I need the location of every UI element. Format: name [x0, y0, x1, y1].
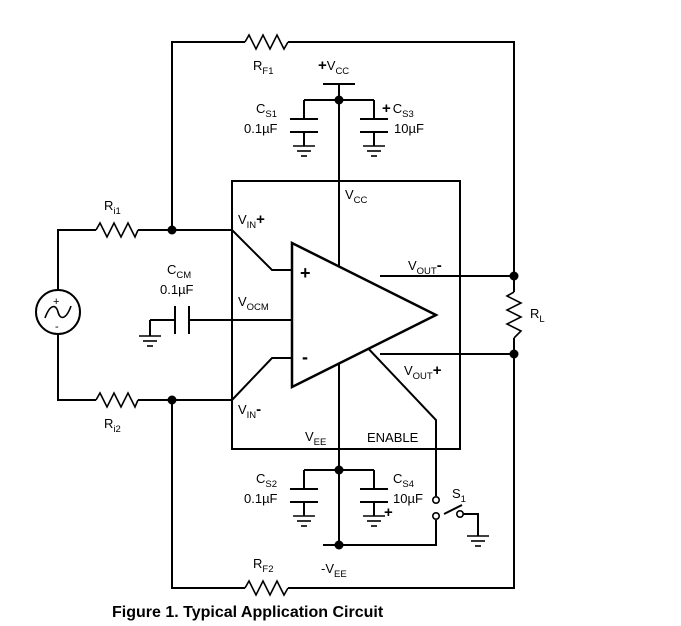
label-cs2: CS2 [256, 471, 277, 490]
label-cs3-value: 10µF [394, 121, 424, 136]
application-circuit-schematic: RF1 RF2 Ri1 Ri2 RL +VCC -VEE CS1 0.1µF +… [35, 33, 545, 597]
label-rf2: RF2 [253, 556, 273, 575]
resistor-ri1 [95, 221, 139, 239]
capacitor-cs4 [360, 488, 388, 503]
junction-dots [167, 95, 519, 550]
label-cs4-polarity: + [384, 504, 393, 521]
resistor-rf1 [244, 33, 289, 51]
capacitor-ccm [174, 306, 190, 334]
label-rl: RL [530, 306, 545, 325]
switch-s1 [431, 495, 464, 520]
pin-label-enable: ENABLE [367, 430, 419, 445]
wires [57, 41, 515, 589]
label-rf1: RF1 [253, 58, 273, 77]
resistor-rf2 [244, 579, 289, 597]
label-ccm: CCM [167, 262, 191, 281]
capacitor-cs1 [290, 118, 318, 133]
amplifier-package-outline [231, 180, 461, 450]
label-cs1-value: 0.1µF [244, 121, 278, 136]
pin-label-vocm: VOCM [238, 294, 269, 313]
capacitor-cs3 [360, 118, 388, 133]
label-cs3: +CS3 [382, 100, 414, 120]
pin-label-vin-minus: VIN- [238, 401, 261, 421]
ground-cs4 [363, 515, 385, 527]
pin-label-vee: VEE [305, 429, 326, 448]
ground-ccm [139, 335, 161, 347]
capacitor-cs2 [290, 488, 318, 503]
label-vcc-supply: +VCC [318, 57, 349, 77]
ac-signal-source [35, 289, 81, 335]
resistor-ri2 [95, 391, 139, 409]
label-ccm-value: 0.1µF [160, 282, 194, 297]
label-cs4-value: 10µF [393, 491, 423, 506]
source-plus-sign: + [53, 296, 59, 308]
ground-cs3 [363, 145, 385, 157]
resistor-rl [505, 291, 523, 339]
ground-cs2 [293, 515, 315, 527]
figure-caption: Figure 1. Typical Application Circuit [112, 604, 384, 621]
label-cs2-value: 0.1µF [244, 491, 278, 506]
ground-s1 [467, 535, 489, 547]
pin-label-vout-plus: VOUT+ [404, 362, 442, 382]
fully-differential-amplifier [290, 240, 439, 390]
label-ri2: Ri2 [104, 416, 121, 435]
pin-label-vin-plus: VIN+ [238, 211, 265, 231]
label-cs4: CS4 [393, 471, 414, 490]
source-minus-sign: - [55, 321, 59, 333]
opamp-inverting-sign: - [302, 347, 308, 367]
label-vee-supply: -VEE [321, 561, 347, 580]
label-cs1: CS1 [256, 101, 277, 120]
pin-label-vout-minus: VOUT- [408, 257, 442, 277]
label-ri1: Ri1 [104, 198, 121, 217]
opamp-noninverting-sign: + [300, 263, 311, 283]
pin-label-vcc: VCC [345, 187, 368, 206]
label-s1: S1 [452, 486, 466, 505]
ground-cs1 [293, 145, 315, 157]
